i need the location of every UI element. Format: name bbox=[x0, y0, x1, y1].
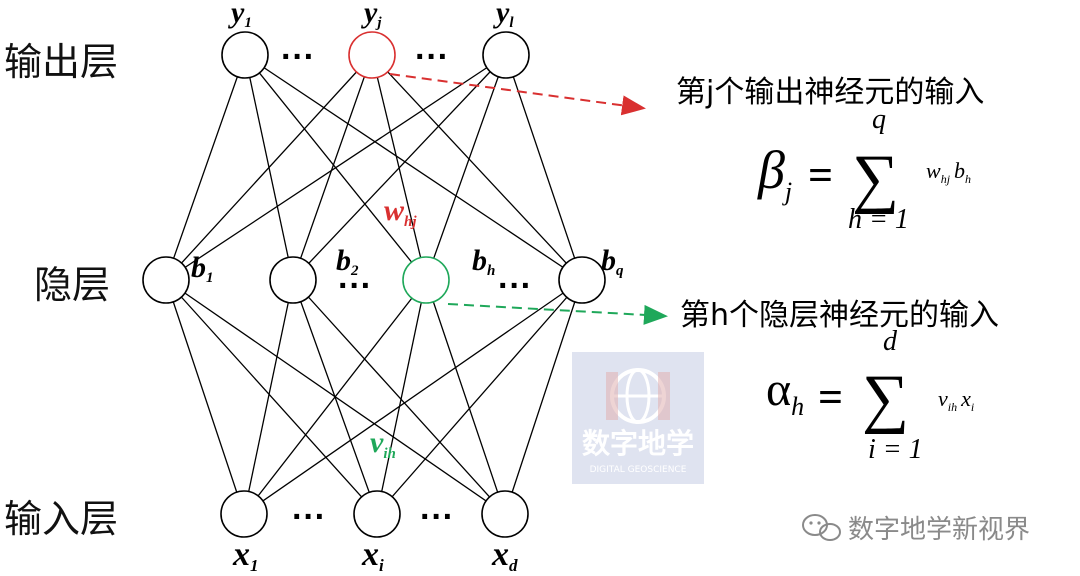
hidden-ellipsis-right: ··· bbox=[498, 267, 532, 305]
input-neuron-2 bbox=[353, 490, 401, 538]
input-ellipsis-left: ··· bbox=[292, 498, 326, 536]
beta-sigma: ∑ bbox=[852, 142, 899, 215]
connection-input-3-hidden-4 bbox=[504, 279, 583, 515]
connection-hidden-4-output-2 bbox=[371, 54, 583, 281]
hidden-layer-label: 隐层 bbox=[34, 263, 110, 307]
input-layer-label: 输入层 bbox=[4, 497, 118, 541]
weight-label-v: vih bbox=[370, 426, 396, 462]
connection-input-1-hidden-4 bbox=[243, 279, 583, 515]
output-ellipsis-left: ··· bbox=[281, 38, 315, 76]
watermark-background bbox=[572, 352, 704, 484]
hidden-neuron-4 bbox=[558, 256, 606, 304]
output-neuron-1 bbox=[221, 31, 269, 79]
connection-input-2-hidden-1 bbox=[165, 279, 378, 515]
connection-input-2-hidden-4 bbox=[376, 279, 583, 515]
output-neuron-2 bbox=[348, 31, 396, 79]
input-node-label-d: xd bbox=[491, 536, 518, 575]
output-node-label-1: y1 bbox=[228, 0, 252, 31]
hidden-neuron-1 bbox=[142, 256, 190, 304]
connection-input-1-hidden-2 bbox=[243, 279, 294, 515]
hidden-node-label-2: b2 bbox=[336, 244, 359, 279]
connection-hidden-3-output-2 bbox=[371, 54, 427, 281]
hidden-node-label-1: b1 bbox=[191, 251, 214, 286]
watermark-title: 数字地学 bbox=[582, 427, 694, 460]
beta-equals: = bbox=[808, 151, 833, 200]
connection-hidden-3-output-1 bbox=[244, 54, 427, 281]
connection-input-3-hidden-2 bbox=[292, 279, 506, 515]
beta-upper: q bbox=[872, 104, 886, 135]
connections bbox=[165, 54, 583, 515]
output-neuron-3 bbox=[482, 31, 530, 79]
input-node-label-i: xi bbox=[361, 536, 384, 575]
beta-lower: h = 1 bbox=[848, 204, 909, 235]
connection-input-3-hidden-3 bbox=[425, 279, 506, 515]
output-neuron-caption: 第j个输出神经元的输入 bbox=[676, 75, 984, 110]
output-node-label-l: yl bbox=[493, 0, 514, 31]
beta-symbol: βj bbox=[757, 140, 792, 206]
input-ellipsis-right: ··· bbox=[420, 498, 454, 536]
connection-input-3-hidden-1 bbox=[165, 279, 506, 515]
hidden-node-label-h: bh bbox=[472, 244, 495, 279]
output-node-label-j: yj bbox=[361, 0, 382, 31]
watermark: 数字地学 DIGITAL GEOSCIENCE bbox=[572, 352, 704, 484]
weight-label-w: whj bbox=[384, 194, 417, 230]
input-neuron-3 bbox=[481, 490, 529, 538]
connection-hidden-1-output-1 bbox=[165, 54, 246, 281]
connection-hidden-2-output-1 bbox=[244, 54, 294, 281]
footer-brand-text: 数字地学新视界 bbox=[848, 515, 1030, 545]
globe-icon bbox=[606, 368, 670, 424]
input-node-label-1: x1 bbox=[232, 536, 259, 575]
hidden-neuron-3 bbox=[402, 256, 450, 304]
connection-hidden-4-output-1 bbox=[244, 54, 583, 281]
wechat-icon bbox=[802, 514, 841, 541]
hidden-neuron-caption: 第h个隐层神经元的输入 bbox=[680, 298, 999, 333]
connection-hidden-3-output-3 bbox=[425, 54, 507, 281]
alpha-sigma: ∑ bbox=[862, 362, 909, 435]
connection-hidden-2-output-2 bbox=[292, 54, 373, 281]
connection-input-2-hidden-3 bbox=[376, 279, 427, 515]
footer-brand: 数字地学新视界 bbox=[802, 514, 1030, 545]
alpha-lower: i = 1 bbox=[868, 434, 923, 465]
hidden-arrow bbox=[447, 303, 668, 325]
hidden-ellipsis-left: ··· bbox=[338, 267, 372, 305]
output-layer-label: 输出层 bbox=[4, 40, 118, 84]
alpha-upper: d bbox=[883, 326, 898, 357]
connection-input-1-hidden-1 bbox=[165, 279, 245, 515]
hidden-node-label-q: bq bbox=[601, 244, 624, 279]
watermark-subtitle: DIGITAL GEOSCIENCE bbox=[590, 465, 687, 475]
output-arrow bbox=[389, 73, 646, 116]
hidden-neuron-2 bbox=[269, 256, 317, 304]
connection-hidden-4-output-3 bbox=[505, 54, 583, 281]
output-ellipsis-right: ··· bbox=[415, 38, 449, 76]
neurons bbox=[142, 31, 606, 538]
input-neuron-1 bbox=[220, 490, 268, 538]
alpha-equals: = bbox=[818, 373, 843, 422]
alpha-symbol: αh bbox=[766, 363, 804, 421]
